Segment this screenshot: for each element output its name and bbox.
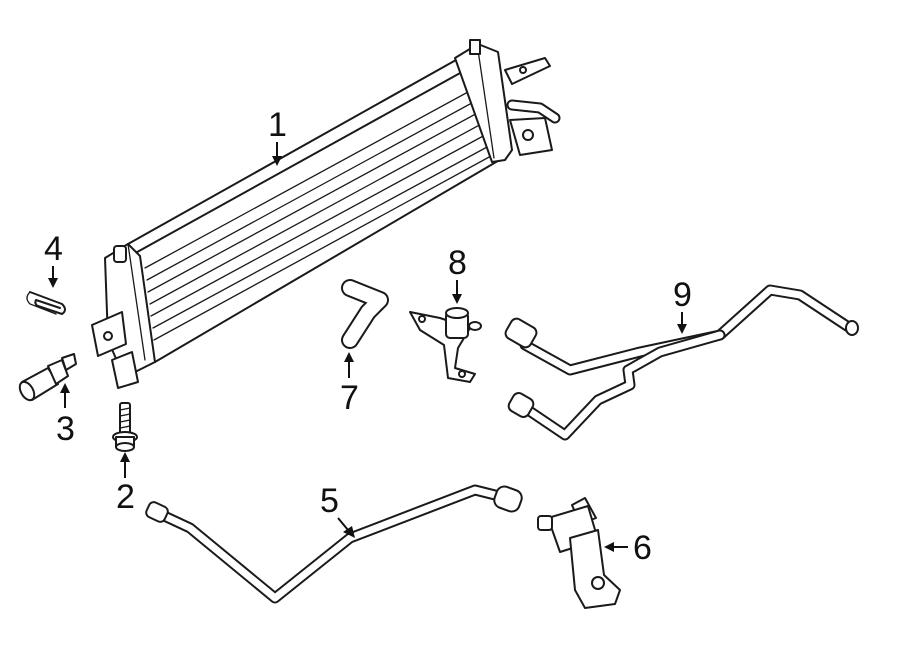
callout-label-8: 8 bbox=[448, 244, 467, 282]
part-5-tube[interactable] bbox=[145, 484, 524, 604]
callout-label-6: 6 bbox=[633, 529, 652, 567]
part-1-oil-cooler[interactable] bbox=[91, 39, 561, 389]
callout-2: 2 bbox=[116, 452, 135, 516]
callout-label-4: 4 bbox=[44, 230, 63, 268]
callout-5: 5 bbox=[320, 482, 355, 538]
part-9-tube-assembly[interactable] bbox=[503, 284, 859, 441]
callout-9: 9 bbox=[673, 276, 692, 334]
callout-8: 8 bbox=[448, 244, 467, 304]
callout-7: 7 bbox=[340, 352, 359, 417]
callout-label-7: 7 bbox=[340, 379, 359, 417]
part-4-clip[interactable] bbox=[26, 291, 66, 315]
part-7-hose[interactable] bbox=[341, 279, 389, 349]
callout-label-5: 5 bbox=[320, 482, 339, 520]
callout-4: 4 bbox=[44, 230, 63, 288]
part-8-bracket[interactable] bbox=[409, 307, 482, 383]
callout-label-9: 9 bbox=[673, 276, 692, 314]
part-2-bolt[interactable] bbox=[112, 402, 138, 452]
callout-1: 1 bbox=[268, 106, 287, 166]
callout-label-3: 3 bbox=[56, 410, 75, 448]
callout-label-1: 1 bbox=[268, 106, 287, 144]
callout-6: 6 bbox=[604, 529, 652, 567]
part-3-drain-plug[interactable] bbox=[17, 353, 77, 403]
callout-3: 3 bbox=[56, 383, 75, 448]
callout-label-2: 2 bbox=[116, 478, 135, 516]
part-6-valve[interactable] bbox=[537, 497, 621, 609]
